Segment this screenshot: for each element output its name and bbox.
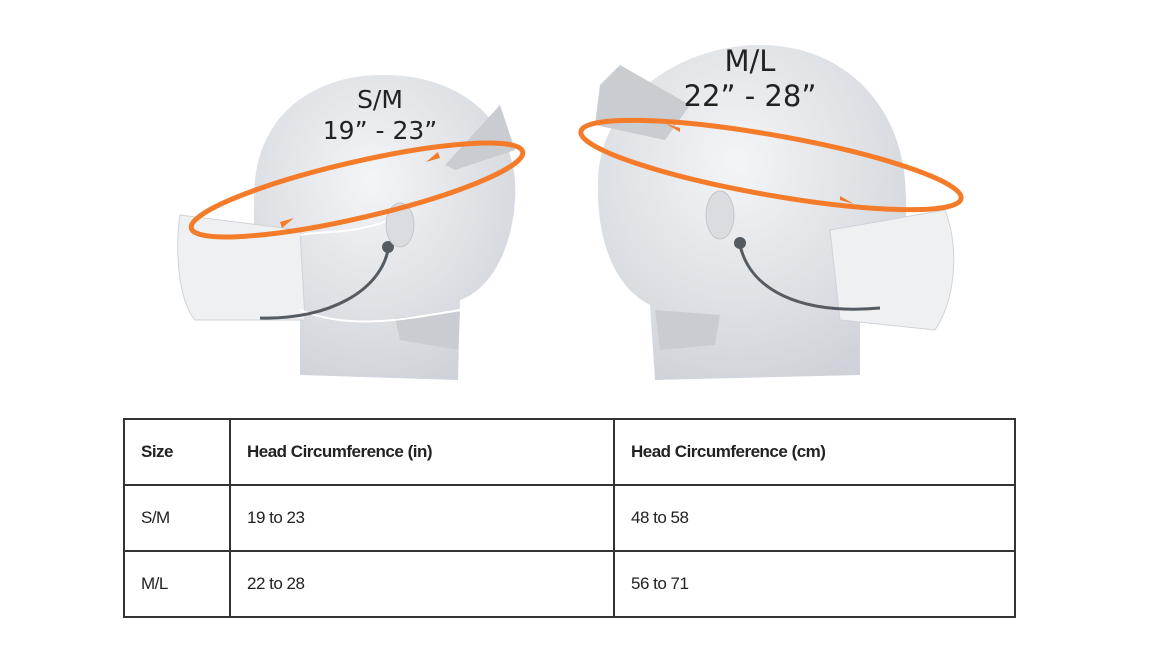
header-size: Size <box>123 418 231 486</box>
table-row: M/L 22 to 28 56 to 71 <box>123 550 1016 618</box>
cell-in: 19 to 23 <box>229 484 615 552</box>
header-in: Head Circumference (in) <box>229 418 615 486</box>
ml-size: M/L <box>724 44 776 78</box>
left-head-figure <box>177 74 526 380</box>
table-row: S/M 19 to 23 48 to 58 <box>123 484 1016 552</box>
cell-in: 22 to 28 <box>229 550 615 618</box>
cell-size: M/L <box>123 550 231 618</box>
right-head-figure <box>578 45 964 380</box>
ml-range: 22” - 28” <box>683 79 817 113</box>
table-header-row: Size Head Circumference (in) Head Circum… <box>123 418 1016 486</box>
sm-label: S/M 19” - 23” <box>320 84 440 146</box>
sm-size: S/M <box>357 85 403 114</box>
sm-range: 19” - 23” <box>322 116 438 145</box>
ml-label: M/L 22” - 28” <box>670 44 830 114</box>
cell-cm: 56 to 71 <box>613 550 1016 618</box>
cell-cm: 48 to 58 <box>613 484 1016 552</box>
size-table: Size Head Circumference (in) Head Circum… <box>123 418 1016 618</box>
header-cm: Head Circumference (cm) <box>613 418 1016 486</box>
circumference-loop-icon <box>188 140 526 240</box>
cell-size: S/M <box>123 484 231 552</box>
circumference-loop-icon <box>578 117 964 213</box>
mask-fit-illustration <box>177 45 964 380</box>
